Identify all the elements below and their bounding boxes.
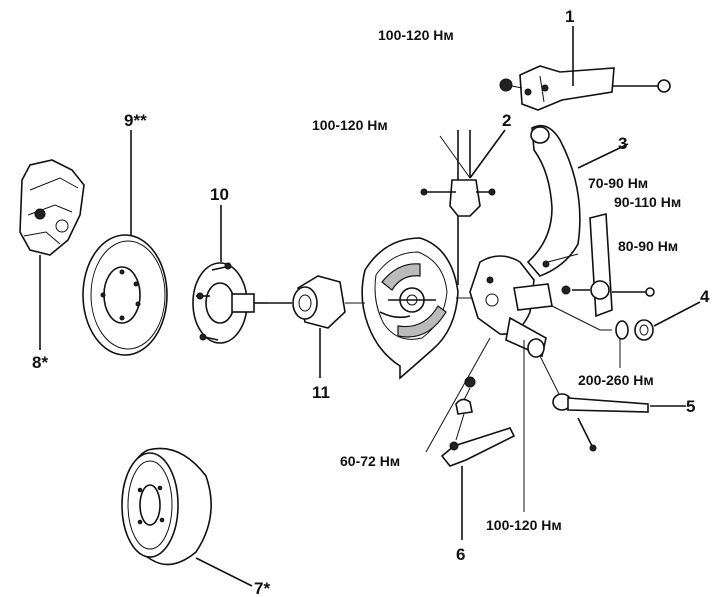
label-part-7: 7* [254, 579, 270, 597]
torque-strut: 100-120 Нм [312, 117, 388, 133]
leader-60-72 [425, 337, 491, 453]
steering-knuckle-arm [469, 124, 629, 358]
torque-80-90: 80-90 Нм [618, 238, 678, 254]
label-part-4: 4 [700, 287, 710, 306]
torque-70-90: 70-90 Нм [588, 175, 648, 191]
label-part-8: 8* [32, 353, 48, 372]
label-part-5: 5 [686, 397, 695, 416]
tie-rod-end [539, 355, 686, 452]
brake-drum [121, 447, 253, 587]
torque-lower: 100-120 Нм [486, 517, 562, 533]
label-part-6: 6 [456, 545, 465, 564]
label-part-1: 1 [565, 7, 574, 26]
hub-bearing [268, 275, 346, 378]
washers [551, 301, 701, 341]
torque-upper-bracket: 100-120 Нм [378, 27, 454, 43]
label-part-2: 2 [502, 111, 511, 130]
leader-strut-torque [439, 135, 471, 179]
lower-arm [440, 376, 516, 540]
torque-90-110: 90-110 Нм [614, 194, 681, 210]
brake-caliper [19, 159, 85, 350]
torque-200-260: 200-260 Нм [578, 372, 654, 388]
upper-bracket [499, 26, 671, 111]
support-plate [513, 212, 655, 318]
brake-backing-plate [361, 237, 459, 380]
brake-disc [82, 130, 168, 356]
label-part-3: 3 [618, 134, 627, 153]
wheel-hub [192, 205, 268, 344]
strut [420, 129, 506, 285]
label-part-10: 10 [210, 185, 229, 204]
label-part-11: 11 [312, 383, 330, 402]
label-part-9: 9** [124, 111, 147, 130]
torque-60-72: 60-72 Нм [340, 453, 400, 469]
